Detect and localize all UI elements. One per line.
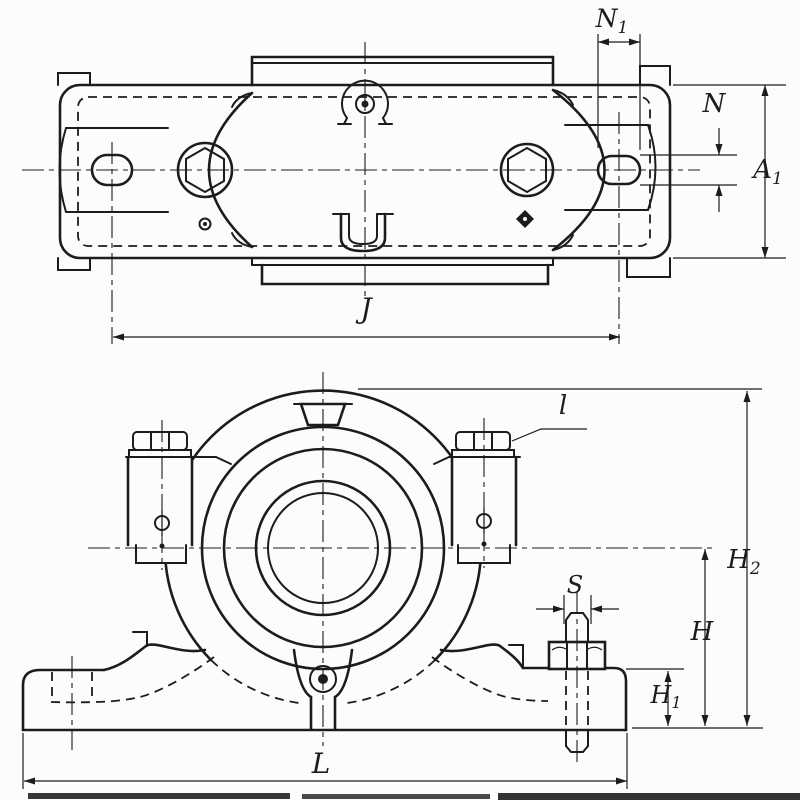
- base-corner-step-top-left: [57, 72, 91, 86]
- base-corner-step-top-right: [639, 65, 671, 86]
- front-view-dimensions: l H2 H H1: [22, 388, 763, 789]
- dim-N1: N1: [595, 4, 641, 150]
- dim-label-n1: N1: [595, 4, 629, 38]
- side-fillet-right: [439, 643, 525, 670]
- dim-label-j: J: [355, 292, 373, 325]
- dim-label-h: H: [690, 617, 715, 647]
- bottom-plug-top-view: [332, 212, 394, 253]
- side-step-left: [132, 631, 148, 647]
- scan-artifact-bar: [28, 793, 800, 800]
- side-fillet-left: [102, 643, 207, 672]
- dim-L: L: [22, 733, 628, 789]
- boss-lug-right-bottom: [552, 234, 574, 251]
- cap-bolt-boss-right: [433, 455, 521, 564]
- boss-lug-left-bottom: [231, 232, 253, 248]
- base-corner-step-bottom-left: [57, 257, 91, 271]
- dim-label-l: l: [559, 391, 567, 421]
- side-step-right: [508, 644, 524, 668]
- top-view-dimensions: N1 N A1 J: [113, 4, 786, 341]
- cap-outline: [250, 55, 555, 286]
- dim-label-s: S: [567, 571, 583, 599]
- dim-H: H: [690, 549, 715, 726]
- dim-H2: H2: [358, 388, 763, 729]
- front-view: [21, 372, 716, 762]
- dim-label-h2: H2: [726, 545, 761, 579]
- boss-lug-left-top: [231, 92, 253, 108]
- base-plate-front: [21, 666, 628, 732]
- base-corner-step-bottom-right: [626, 257, 671, 278]
- dowel-marker-left: [198, 217, 212, 231]
- cap-bolt-head-right: [451, 431, 515, 458]
- hidden-edges: [49, 656, 549, 704]
- dim-S: S: [536, 571, 619, 624]
- slot-pad-right: [564, 124, 657, 211]
- dowel-marker-right: [516, 210, 534, 228]
- boss-lug-right-top: [552, 89, 574, 106]
- dim-label-L: L: [311, 747, 331, 780]
- dim-J: J: [113, 292, 620, 341]
- base-hidden-edge: [77, 96, 651, 247]
- dim-A1: A1: [673, 84, 786, 259]
- dim-label-a1: A1: [751, 155, 783, 189]
- dim-N: N: [640, 89, 737, 212]
- dim-label-n: N: [702, 89, 727, 119]
- cap-bolt-boss-left: [125, 455, 232, 564]
- top-view: [22, 42, 700, 344]
- dim-H1: H1: [626, 668, 684, 726]
- grease-seat: [293, 402, 353, 427]
- cap-bolt-head-left: [128, 431, 192, 458]
- leader-cap-bolt: l: [511, 391, 587, 442]
- dim-label-h1: H1: [649, 681, 681, 712]
